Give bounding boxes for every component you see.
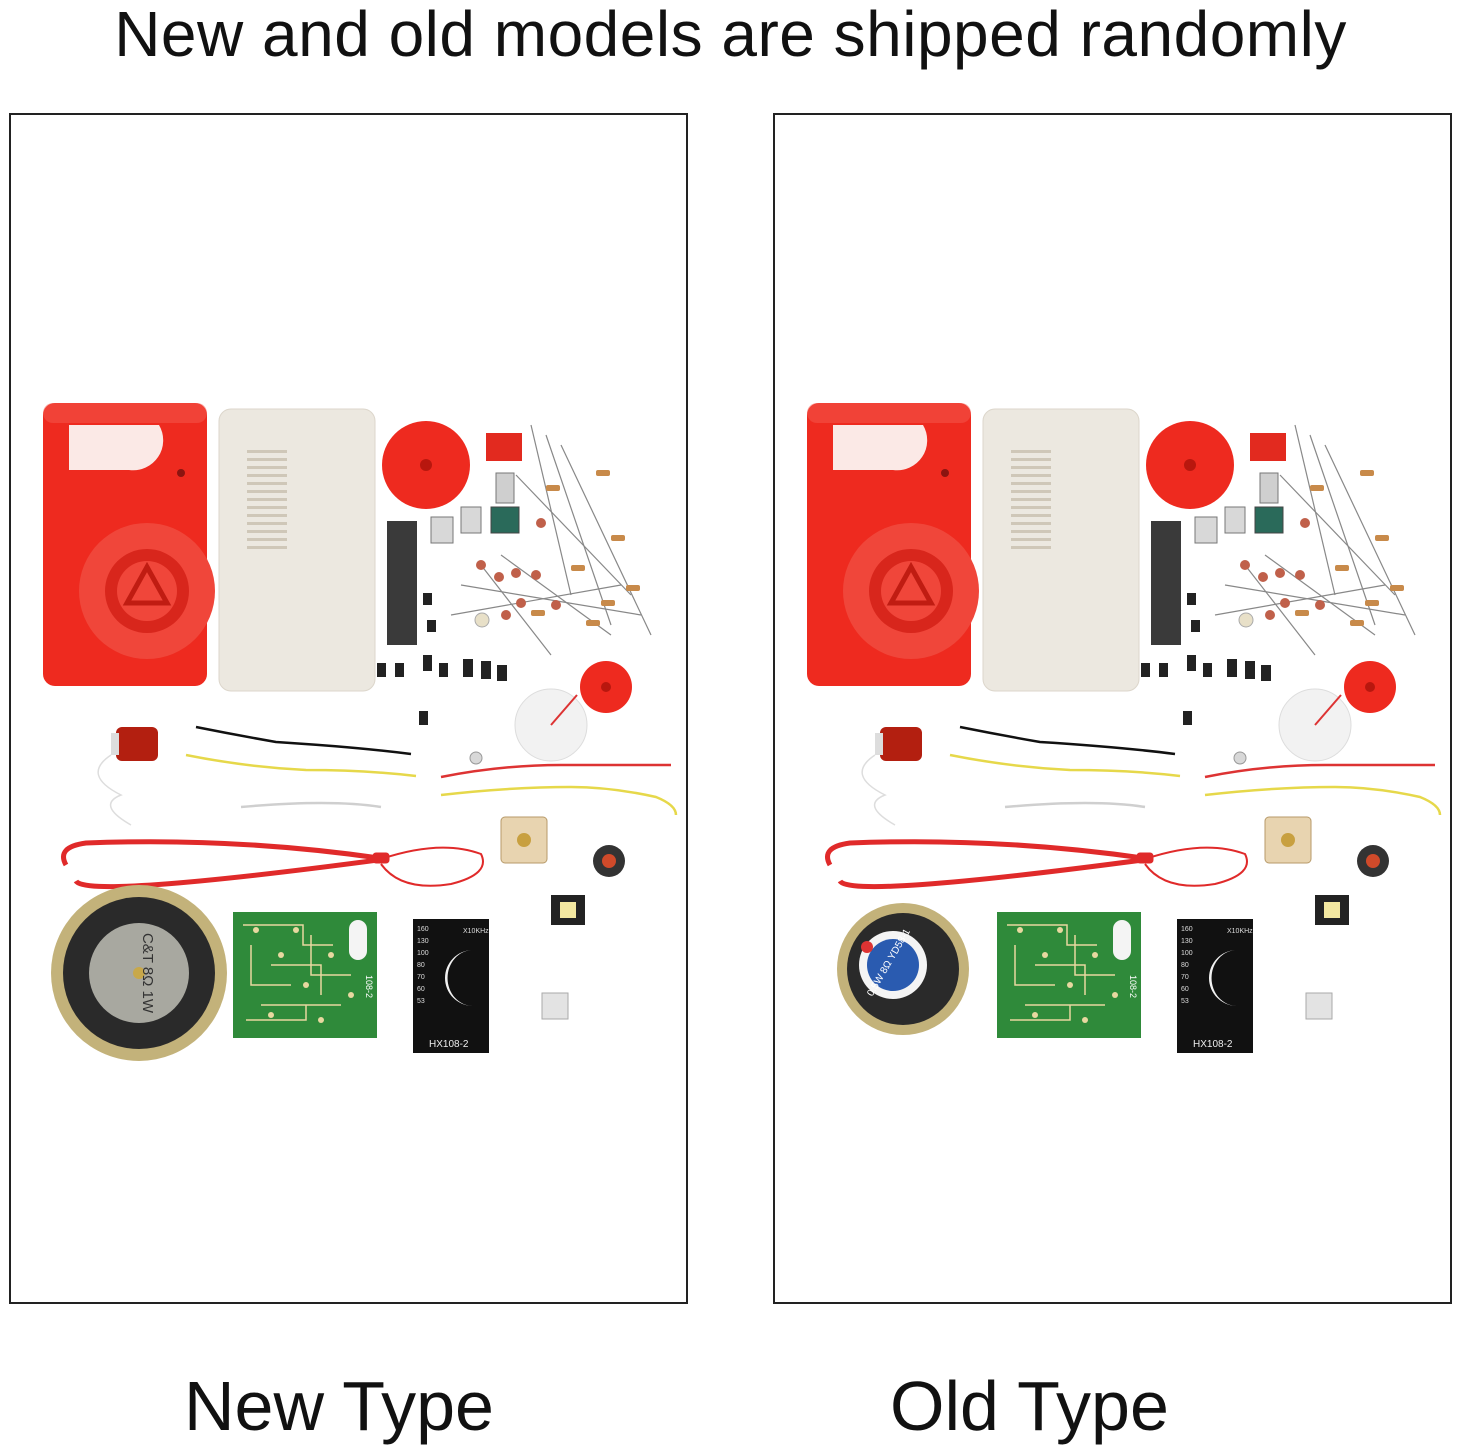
kit-illustration-old: 0.5W 8Ω YD58-1 108-2 X10KHz HX108-2 160 1… — [807, 403, 1442, 1053]
pcb-board: 108-2 — [233, 912, 377, 1038]
pcb-label: 108-2 — [364, 975, 374, 998]
transformers — [1194, 472, 1284, 544]
tuning-wheel — [1146, 421, 1286, 509]
scale-mark: 100 — [417, 950, 429, 957]
back-cover — [982, 408, 1140, 692]
antenna-coil — [861, 727, 922, 826]
ferrite-bar — [387, 521, 417, 645]
caption-new-type: New Type — [184, 1367, 494, 1445]
components-cluster — [450, 424, 652, 656]
scale-mark: 70 — [417, 974, 425, 981]
speaker-old: 0.5W 8Ω YD58-1 — [837, 903, 969, 1035]
product-photo-old-type: 0.5W 8Ω YD58-1 108-2 X10KHz HX108-2 160 1… — [773, 113, 1452, 1304]
small-parts — [1233, 612, 1396, 765]
scale-mark: 53 — [417, 998, 425, 1005]
kit-illustration-new: C&T 8Ω 1W 108-2 X10KHz HX108-2 160 130 100… — [43, 403, 678, 1061]
scale-mark: 80 — [417, 962, 425, 969]
antenna-coil — [97, 727, 158, 826]
resistors — [531, 470, 640, 626]
scale-mark: 130 — [1181, 938, 1193, 945]
speaker-label: C&T 8Ω 1W — [139, 933, 156, 1014]
scale-mark: 160 — [417, 926, 429, 933]
misc-parts — [500, 816, 625, 1020]
ferrite-bar — [1151, 521, 1181, 645]
tuning-wheel — [382, 421, 522, 509]
transistors-and-electrolytics — [377, 593, 507, 725]
ceramic-capacitors — [1240, 518, 1325, 620]
lanyard — [825, 839, 1248, 890]
dial-board: X10KHz HX108-2 160 130 100 80 70 60 53 — [413, 919, 489, 1053]
resistors — [1295, 470, 1404, 626]
misc-parts — [1264, 816, 1389, 1020]
caption-old-type: Old Type — [890, 1367, 1169, 1445]
pcb-board: 108-2 — [997, 912, 1141, 1038]
hookup-wires — [949, 725, 1442, 816]
scale-label: X10KHz — [1227, 928, 1253, 935]
headline: New and old models are shipped randomly — [114, 0, 1347, 70]
product-photo-new-type: C&T 8Ω 1W 108-2 X10KHz HX108-2 160 130 100… — [9, 113, 688, 1304]
red-case — [807, 403, 979, 686]
scale-mark: 60 — [1181, 986, 1189, 993]
scale-mark: 130 — [417, 938, 429, 945]
scale-mark: 70 — [1181, 974, 1189, 981]
scale-mark: 53 — [1181, 998, 1189, 1005]
hookup-wires — [185, 725, 678, 816]
scale-mark: 160 — [1181, 926, 1193, 933]
transistors-and-electrolytics — [1141, 593, 1271, 725]
scale-mark: 60 — [417, 986, 425, 993]
scale-label: X10KHz — [463, 928, 489, 935]
board-label: HX108-2 — [429, 1039, 469, 1050]
components-cluster — [1214, 424, 1416, 656]
board-label: HX108-2 — [1193, 1039, 1233, 1050]
pcb-label: 108-2 — [1128, 975, 1138, 998]
scale-mark: 100 — [1181, 950, 1193, 957]
back-cover — [218, 408, 376, 692]
dial-board: X10KHz HX108-2 160 130 100 80 70 60 53 — [1177, 919, 1253, 1053]
speaker-new: C&T 8Ω 1W — [51, 885, 227, 1061]
ceramic-capacitors — [476, 518, 561, 620]
scale-mark: 80 — [1181, 962, 1189, 969]
transformers — [430, 472, 520, 544]
small-parts — [469, 612, 632, 765]
lanyard — [61, 839, 484, 890]
red-case — [43, 403, 215, 686]
